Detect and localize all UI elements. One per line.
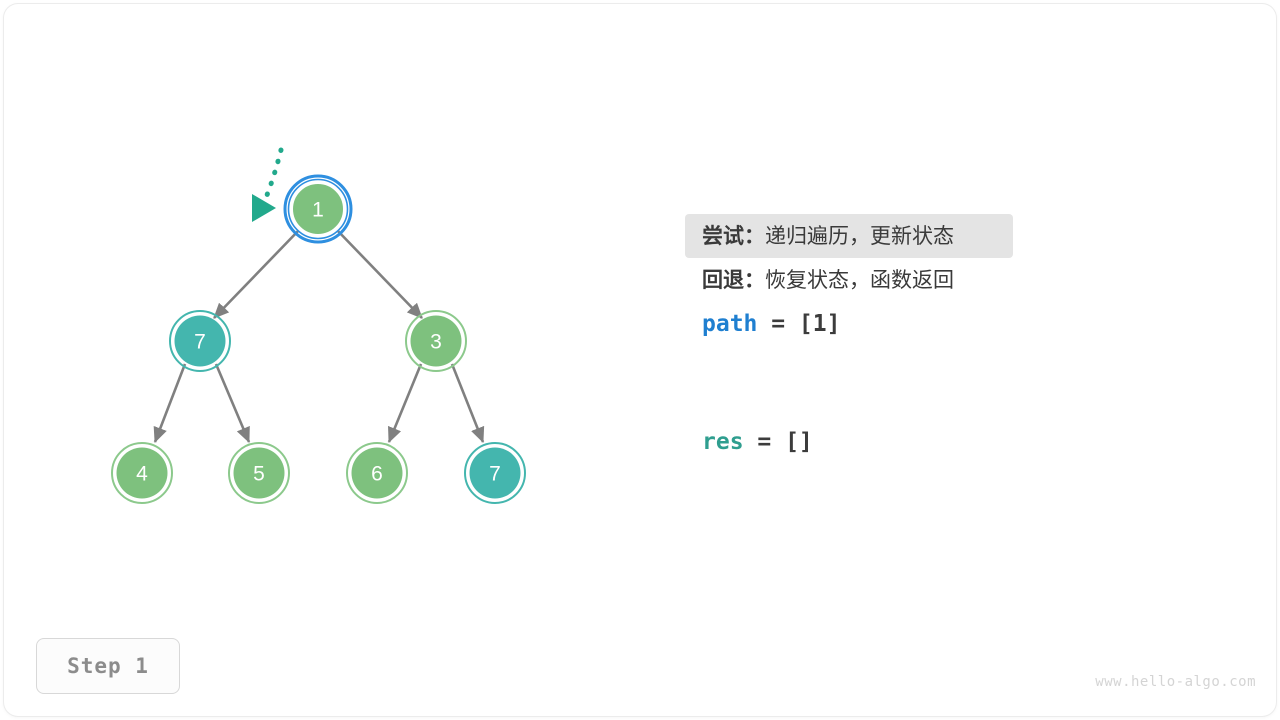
state-info-panel: 尝试：递归遍历，更新状态 回退：恢复状态，函数返回 path = [1] res… bbox=[685, 214, 1105, 464]
info-try-key: 尝试： bbox=[702, 224, 765, 248]
watermark: www.hello-algo.com bbox=[1095, 674, 1256, 690]
res-variable-name: res bbox=[702, 428, 744, 455]
info-row-try: 尝试：递归遍历，更新状态 bbox=[685, 214, 1013, 258]
info-back-key: 回退： bbox=[702, 268, 765, 292]
res-variable-value: = [] bbox=[743, 428, 813, 455]
path-variable-name: path bbox=[702, 310, 758, 337]
panel-spacer bbox=[685, 346, 1105, 420]
step-label: Step 1 bbox=[67, 654, 149, 678]
code-row-path: path = [1] bbox=[685, 302, 1105, 346]
path-variable-value: = [1] bbox=[757, 310, 841, 337]
info-row-backtrack: 回退：恢复状态，函数返回 bbox=[685, 258, 1105, 302]
code-row-res: res = [] bbox=[685, 420, 1105, 464]
step-badge: Step 1 bbox=[36, 638, 180, 694]
info-back-value: 恢复状态，函数返回 bbox=[765, 268, 954, 292]
info-try-value: 递归遍历，更新状态 bbox=[765, 224, 954, 248]
